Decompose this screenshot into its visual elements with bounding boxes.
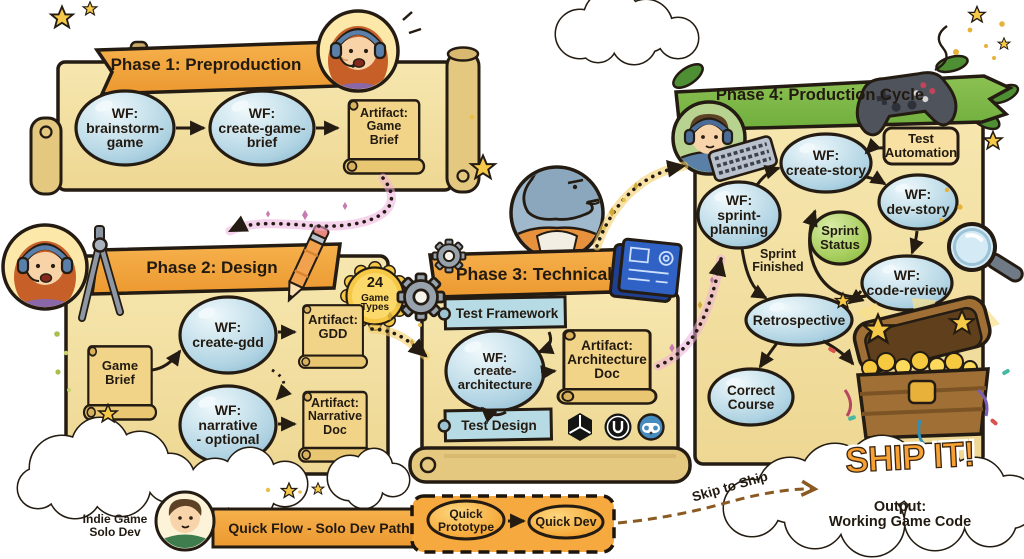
unreal-logo-icon (604, 413, 632, 441)
quick-dev-label: Quick Dev (535, 515, 597, 530)
node-create-gdd-label: WF: create-gdd (192, 319, 264, 350)
unity-logo-icon (568, 413, 592, 441)
phase1-title: Phase 1: Preproduction (110, 55, 302, 75)
keyboard-icon (707, 135, 778, 182)
node-correct-course-label: Correct Course (726, 382, 775, 412)
pencil-icon (287, 224, 330, 303)
ship-it-title: SHIP IT! (844, 434, 977, 481)
phase1-banner (93, 40, 340, 96)
quick-flow-box (410, 494, 616, 554)
node-narrative-label: WF: narrative - optional (196, 401, 260, 448)
node-create-brief-label: WF: create-game- brief (218, 104, 306, 151)
star-icons (50, 1, 1011, 499)
node-retrospective-label: Retrospective (752, 311, 846, 328)
cloud (554, 0, 700, 66)
node-brainstorm-label: WF: brainstorm- game (86, 104, 164, 151)
indie-solo-dev-label: Indie Game Solo Dev (82, 512, 148, 539)
artifact-game-brief-label: Artifact: Game Brief (360, 106, 408, 147)
quick-banner-label: Quick Flow - Solo Dev Path (228, 519, 410, 536)
sprint-status-label: Sprint Status (820, 223, 860, 252)
output-label: Output: Working Game Code (828, 498, 972, 530)
test-design-label: Test Design (461, 418, 537, 434)
quick-prototype-label: Quick Prototype (437, 507, 494, 534)
artifact-architecture-doc-label: Artifact: Architecture Doc (567, 337, 647, 382)
test-framework-label: Test Framework (455, 305, 559, 321)
sprint-finished-label: Sprint Finished (752, 246, 804, 274)
node-sprint-planning-label: WF: sprint- planning (709, 191, 769, 238)
phase4-title: Phase 4: Production Cycle (715, 86, 925, 105)
woman-avatar-phase2 (1, 223, 89, 311)
phase2-title: Phase 2: Design (146, 258, 278, 278)
magnifier-icon (947, 222, 1024, 283)
blueprint-icon (608, 237, 683, 303)
test-automation-label: Test Automation (884, 131, 958, 160)
phase4-nodes (696, 126, 960, 427)
node-create-architecture-label: WF: create- architecture (457, 349, 533, 392)
solo-dev-avatar (154, 490, 216, 552)
trail-sparkles (265, 182, 715, 353)
dragon-avatar (509, 165, 605, 261)
flow-trails (225, 159, 727, 371)
squiggle (934, 25, 948, 72)
godot-logo-icon (637, 413, 665, 441)
treasure-chest-icon (828, 292, 1010, 451)
artifact-gdd-label: Artifact: GDD (308, 312, 358, 341)
badge-number: 24 (366, 274, 384, 291)
badge-label: Game Types (360, 292, 390, 313)
headset-woman-avatar (316, 9, 422, 93)
node-dev-story-label: WF: dev-story (886, 186, 950, 217)
game-brief-doc-label: Game Brief (101, 358, 139, 387)
phase3-nodes (437, 295, 658, 443)
node-code-review-label: WF: code-review (866, 267, 948, 298)
cloud (16, 416, 309, 522)
cloud (326, 447, 411, 510)
node-create-story-label: WF: create-story (785, 147, 867, 178)
artifact-narrative-doc-label: Artifact: Narrative Doc (307, 396, 363, 437)
gear-icon (396, 272, 446, 322)
compass-icon (78, 225, 124, 322)
phase1-nodes (74, 89, 426, 175)
game-controller-icon (855, 71, 958, 137)
phase3-title: Phase 3: Technical (455, 263, 613, 284)
